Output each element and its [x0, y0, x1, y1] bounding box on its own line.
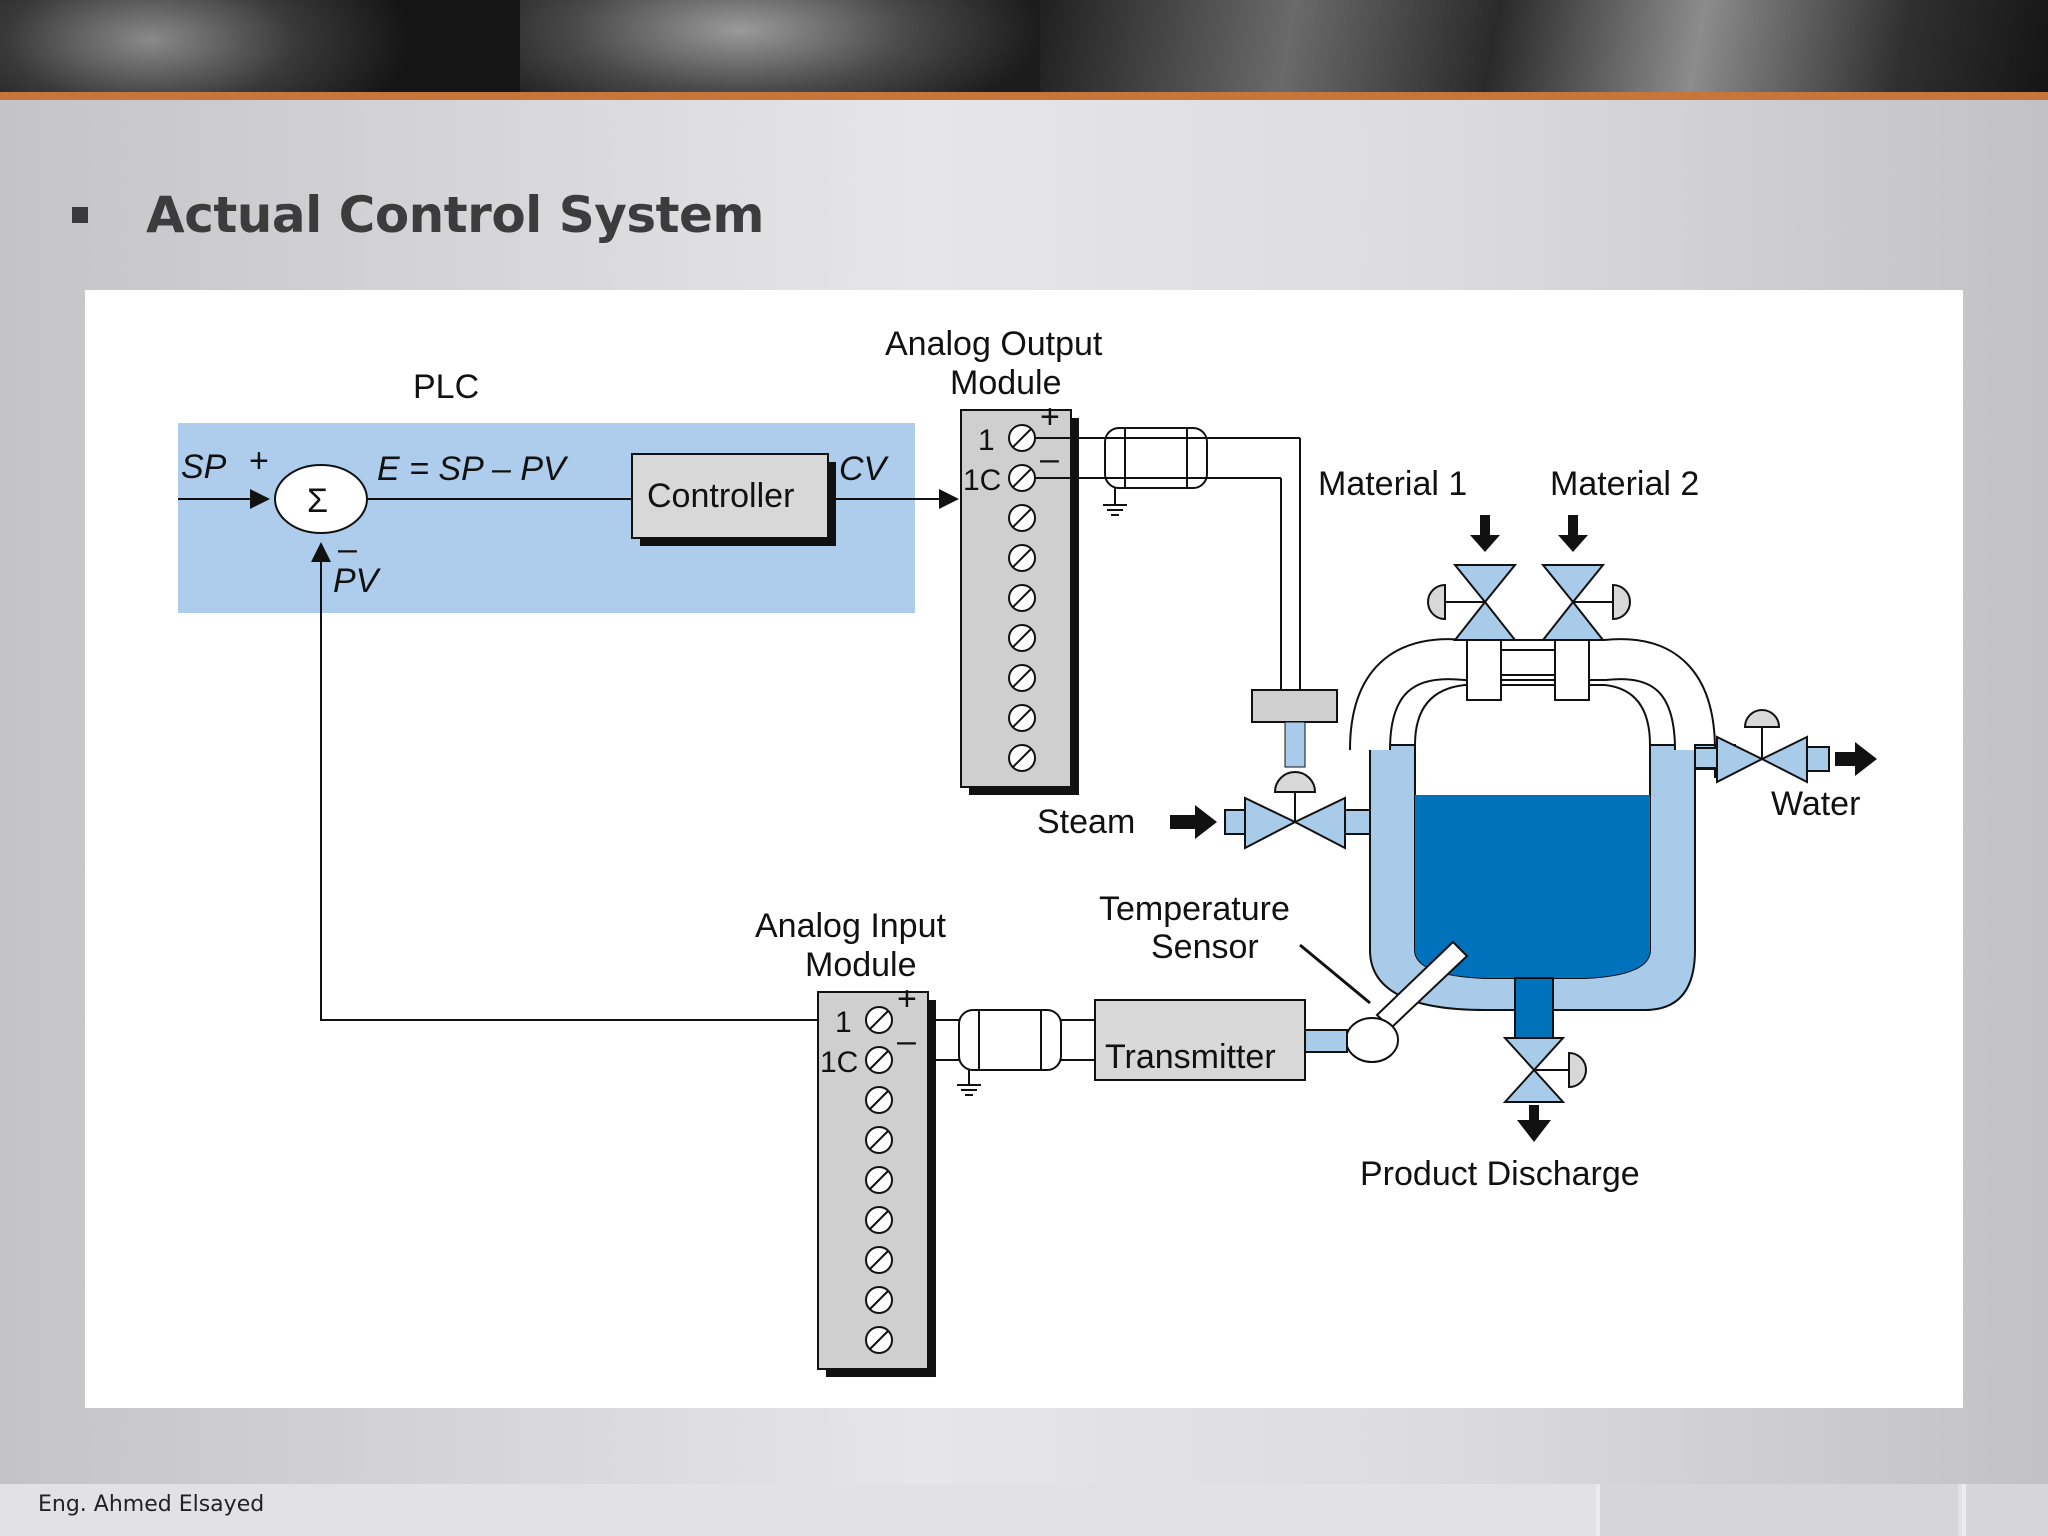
ao-terminal-1-label: 1: [978, 424, 995, 457]
material-2-label: Material 2: [1550, 465, 1699, 503]
ao-output-cable: [1035, 427, 1301, 690]
ai-minus-sign: –: [897, 1022, 916, 1060]
author-credit: Eng. Ahmed Elsayed: [38, 1492, 265, 1517]
slide-title: Actual Control System: [146, 186, 765, 244]
water-label: Water: [1771, 785, 1860, 823]
plc-label: PLC: [413, 368, 479, 406]
error-equation: E = SP – PV: [377, 450, 569, 488]
ai-module-label-line1: Analog Input: [755, 907, 946, 945]
ai-terminal-screws: [865, 1006, 893, 1354]
material-1-label: Material 1: [1318, 465, 1467, 503]
steam-valve-bonnet: [1273, 771, 1317, 793]
sp-plus-sign: +: [249, 442, 269, 480]
steam-valve: [1224, 796, 1371, 850]
ai-terminal-1c-label: 1C: [820, 1046, 858, 1079]
controller-block: [631, 453, 829, 539]
header-banner: [0, 0, 2048, 92]
temperature-sensor-probe: [1345, 940, 1469, 1063]
temperature-sensor-pointer: [1299, 943, 1371, 1005]
material-inlets: [1466, 639, 1590, 701]
banner-accent-stripe: [0, 92, 2048, 100]
material-arrows: [1470, 515, 1588, 552]
material-2-valve: [1540, 564, 1631, 641]
material-1-valve: [1427, 564, 1518, 641]
ao-terminal-screws: [1008, 424, 1036, 772]
ao-minus-sign: –: [1040, 440, 1059, 478]
slide-title-row: Actual Control System: [72, 180, 765, 250]
ai-module-label-line2: Module: [805, 946, 917, 984]
temperature-sensor-label-line2: Sensor: [1151, 928, 1259, 966]
ao-plus-sign: +: [1040, 398, 1060, 436]
steam-actuator-stem: [1284, 721, 1306, 768]
transmitter-pipe: [1304, 1029, 1348, 1053]
steam-arrow: [1170, 805, 1217, 839]
pv-feedback-line: [311, 542, 989, 1021]
diagram-panel: PLC SP + Σ – E = SP – PV Controller CV A…: [85, 290, 1963, 1408]
footer-box: [1596, 1484, 1958, 1536]
water-arrow: [1835, 742, 1877, 776]
ao-module-label-line2: Module: [950, 364, 1062, 402]
footer-box: [1962, 1484, 2048, 1536]
product-discharge-valve: [1502, 1037, 1587, 1103]
control-system-diagram: PLC SP + Σ – E = SP – PV Controller CV A…: [178, 325, 1877, 1377]
sp-label: SP: [181, 448, 227, 486]
banner-image-segment: [520, 0, 1040, 92]
sigma-symbol: Σ: [307, 482, 328, 520]
banner-image-segment: [1040, 0, 2048, 92]
ao-terminal-1c-label: 1C: [963, 464, 1001, 497]
controller-label: Controller: [647, 477, 794, 515]
ai-plus-sign: +: [897, 980, 917, 1018]
bullet-icon: [72, 207, 88, 223]
ao-module-label-line1: Analog Output: [885, 325, 1103, 363]
cv-label: CV: [839, 450, 890, 488]
pv-minus-sign: –: [338, 530, 357, 568]
transmitter-block: [1094, 999, 1306, 1081]
product-discharge-label: Product Discharge: [1360, 1155, 1640, 1193]
transmitter-label: Transmitter: [1105, 1038, 1276, 1076]
ai-input-cable: [891, 1009, 1095, 1096]
product-discharge-arrow: [1517, 1105, 1551, 1142]
steam-valve-actuator: [1251, 689, 1338, 723]
pv-label: PV: [333, 562, 382, 600]
ai-terminal-1-label: 1: [835, 1006, 852, 1039]
footer-bar: [0, 1484, 2048, 1536]
temperature-sensor-label-line1: Temperature: [1099, 890, 1290, 928]
water-valve: [1694, 709, 1830, 784]
steam-label: Steam: [1037, 803, 1135, 841]
